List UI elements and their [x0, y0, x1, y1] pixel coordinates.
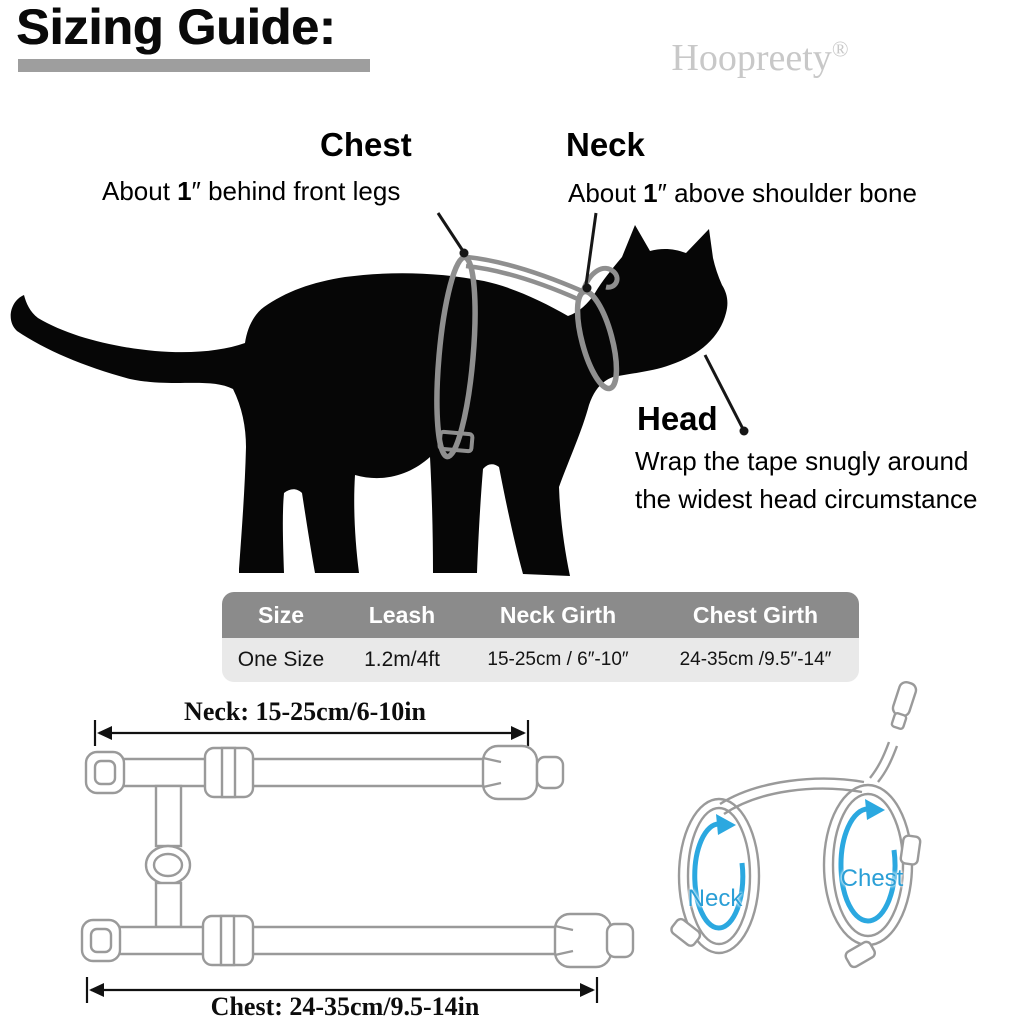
- callout-chest-desc: About 1″ behind front legs: [102, 176, 400, 207]
- header-neck-girth: Neck Girth: [499, 601, 617, 628]
- chest-girth-arrowhead: [865, 799, 885, 820]
- callout-neck-desc: About 1″ above shoulder bone: [568, 178, 917, 209]
- cat-illustration: [10, 212, 749, 576]
- neck-measure-arrow: [93, 720, 530, 746]
- neck-loop-inner: [686, 806, 752, 946]
- neck-loop-outer: [677, 797, 761, 955]
- chest-strap-end-loop: [605, 922, 635, 959]
- cell-neck-girth: 15-25cm / 6″-10″: [487, 649, 629, 670]
- size-table-data-row: One Size 1.2m/4ft 15-25cm / 6″-10″ 24-35…: [222, 638, 859, 682]
- chest-girth-arrow: [838, 806, 898, 924]
- chest-measure-arrow: [85, 977, 599, 1003]
- head-pointer-line: [703, 354, 745, 430]
- neck-strap-end-loop: [535, 755, 565, 790]
- chest-strap-buckle: [553, 912, 613, 969]
- callout-neck-title: Neck: [566, 126, 645, 163]
- title-underline: [18, 59, 370, 72]
- chest-desc-pre: About: [102, 176, 178, 206]
- chest-desc-bold: 1: [177, 176, 192, 206]
- chest-strap-band: [113, 925, 561, 956]
- leash-hook: [580, 265, 620, 292]
- header-leash: Leash: [368, 601, 436, 628]
- size-table-header-row: Size Leash Neck Girth Chest Girth: [222, 592, 859, 638]
- header-chest-girth: Chest Girth: [692, 601, 819, 628]
- leash-strap: [869, 741, 899, 783]
- chest-measure-label: Chest: 24-35cm/9.5-14in: [210, 992, 480, 1021]
- chest-loop-slider-right: [899, 834, 922, 866]
- worn-harness-diagram: [670, 680, 922, 969]
- top-connecting-band: [719, 777, 865, 815]
- flat-harness-diagram: [80, 720, 635, 1003]
- neck-girth-arrowhead: [716, 814, 736, 835]
- size-table: Size Leash Neck Girth Chest Girth One Si…: [222, 592, 859, 682]
- chest-desc-post: ″ behind front legs: [191, 176, 401, 206]
- neck-strap-loop: [574, 288, 620, 392]
- registered-mark: ®: [831, 36, 849, 62]
- neck-desc-bold: 1: [643, 178, 658, 208]
- brand-watermark: Hoopreety®: [615, 36, 905, 80]
- chest-pointer-dot: [459, 248, 469, 258]
- worn-harness-straps: [670, 680, 922, 969]
- callout-head-title: Head: [637, 400, 718, 437]
- chest-pointer-line: [436, 212, 465, 252]
- neck-loop-slider: [670, 917, 702, 947]
- cell-leash: 1.2m/4ft: [364, 648, 440, 671]
- girth-direction-arrows: [692, 799, 898, 931]
- neck-loop-label: Neck: [687, 885, 743, 912]
- leash-clip: [891, 680, 918, 718]
- head-pointer-dot: [739, 426, 749, 436]
- chest-loop-label: Chest: [840, 865, 904, 892]
- brand-text: Hoopreety: [671, 37, 832, 79]
- cat-silhouette: [10, 225, 728, 576]
- connector-strap-upper: [154, 784, 183, 848]
- neck-pointer-line: [584, 212, 598, 286]
- page-title: Sizing Guide:: [16, 0, 336, 55]
- neck-strap-band: [115, 757, 517, 788]
- callout-chest-title: Chest: [320, 126, 412, 163]
- neck-measure-label: Neck: 15-25cm/6-10in: [184, 697, 426, 726]
- neck-pointer-dot: [582, 283, 592, 293]
- header-size: Size: [257, 601, 305, 628]
- back-connector-strap: [465, 254, 583, 303]
- callout-head-desc-line2: the widest head circumstance: [635, 484, 978, 514]
- connector-strap-lower: [154, 881, 183, 929]
- cell-chest-girth: 24-35cm /9.5″-14″: [679, 649, 832, 670]
- neck-girth-arrow: [692, 821, 746, 931]
- chest-loop-slider-bottom: [844, 940, 876, 969]
- neck-desc-post: ″ above shoulder bone: [657, 178, 917, 208]
- cell-size: One Size: [237, 648, 325, 671]
- chest-strap-buckle: [437, 429, 475, 454]
- flat-harness-straps: [80, 744, 635, 969]
- callout-head-desc-line1: Wrap the tape snugly around: [635, 446, 969, 476]
- neck-strap-buckle: [481, 744, 539, 801]
- pointer-lines: [436, 212, 749, 436]
- neck-desc-pre: About: [568, 178, 644, 208]
- chest-loop-inner: [831, 792, 905, 938]
